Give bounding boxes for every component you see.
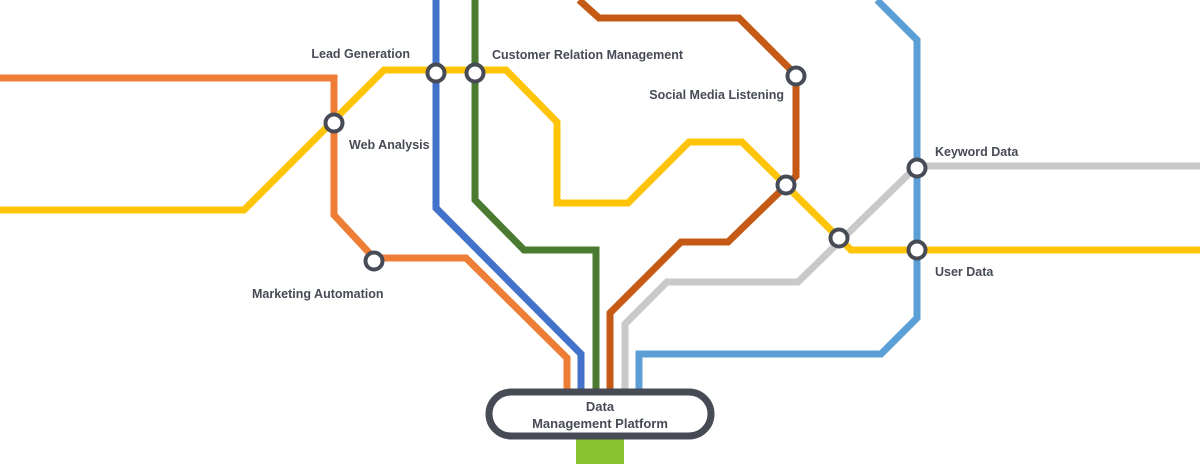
station-gray-yellow-junction[interactable]: [828, 227, 850, 249]
route-rust: [576, 0, 800, 390]
label-social-media-listening: Social Media Listening: [649, 88, 784, 102]
station-marketing-automation[interactable]: [363, 250, 385, 272]
label-marketing-automation: Marketing Automation: [252, 287, 383, 301]
route-green: [471, 0, 600, 390]
route-blue: [432, 0, 585, 390]
station-rust-yellow-junction[interactable]: [775, 174, 797, 196]
route-orange: [0, 74, 571, 390]
station-user-data[interactable]: [906, 239, 928, 261]
station-customer-relation-management[interactable]: [464, 62, 486, 84]
hub-label-line2: Management Platform: [532, 416, 668, 431]
station-web-analysis[interactable]: [323, 112, 345, 134]
label-lead-generation: Lead Generation: [311, 47, 410, 61]
hub-label-line1: Data: [586, 399, 615, 414]
station-social-media-listening[interactable]: [785, 65, 807, 87]
label-user-data: User Data: [935, 265, 994, 279]
hub-stem: [576, 436, 624, 464]
label-keyword-data: Keyword Data: [935, 145, 1019, 159]
route-yellow-left: [0, 66, 1200, 254]
station-lead-generation[interactable]: [425, 62, 447, 84]
label-web-analysis: Web Analysis: [349, 138, 430, 152]
label-customer-relation-management: Customer Relation Management: [492, 48, 684, 62]
hub-box[interactable]: [485, 388, 715, 440]
station-keyword-data[interactable]: [906, 157, 928, 179]
route-gray: [621, 162, 1200, 390]
route-light-blue: [635, 0, 921, 390]
